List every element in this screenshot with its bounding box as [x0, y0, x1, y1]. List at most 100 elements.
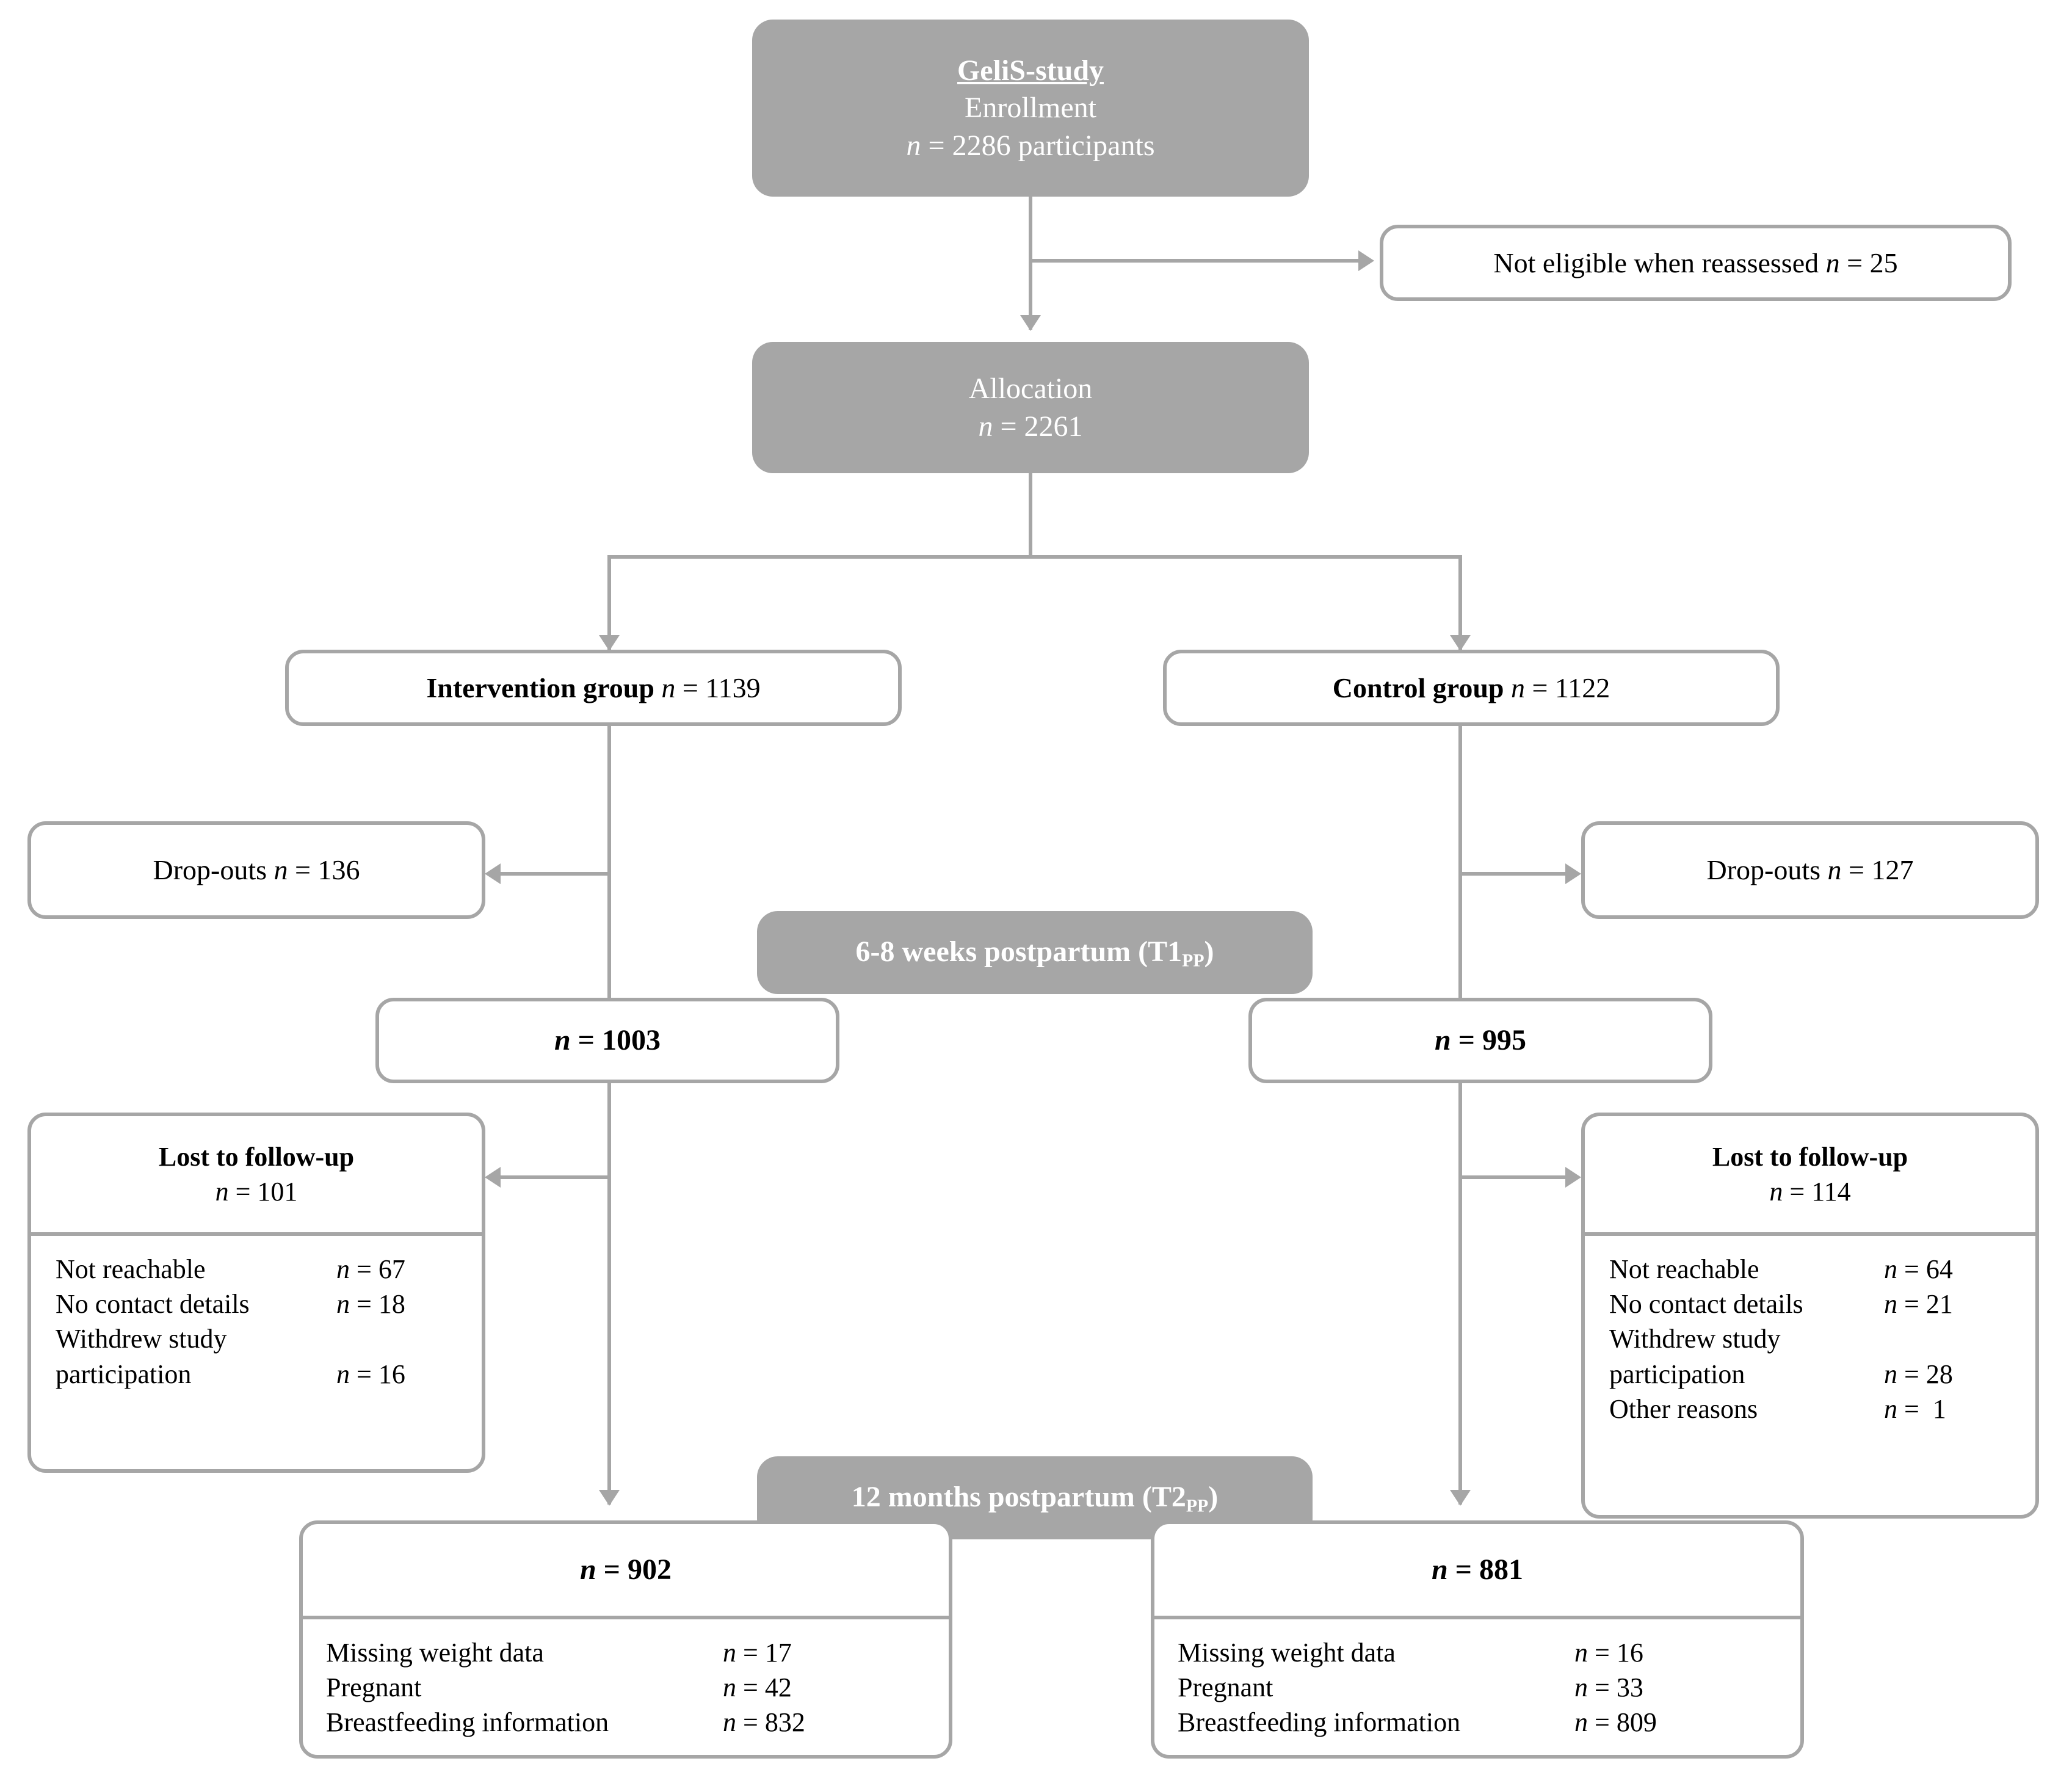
reason-n-label: n	[1884, 1359, 1897, 1389]
t2-label-prefix: 12 months postpartum (T2	[851, 1480, 1186, 1513]
row-eq: =	[743, 1638, 758, 1668]
connector-split-bar	[607, 555, 1462, 559]
t2-intervention-box: n = 902 Missing weight data n = 17 Pregn…	[299, 1520, 952, 1759]
connector-enrollment-allocation	[1029, 197, 1032, 330]
ltfu-control-header: Lost to follow-up n = 114	[1585, 1116, 2035, 1232]
ltfu-control-title: Lost to follow-up	[1712, 1141, 1908, 1172]
t2-intervention-eq: =	[603, 1553, 621, 1586]
row-n-label: n	[1574, 1672, 1588, 1703]
spine-intervention-upper	[607, 726, 611, 1029]
arrowhead-dropout-intervention	[485, 863, 501, 884]
reason-n-value: 28	[1925, 1359, 1953, 1389]
reason-label: Withdrew study	[56, 1324, 227, 1354]
not-eligible-eq: =	[1847, 247, 1863, 278]
dropout-intervention-n-label: n	[273, 854, 288, 886]
row-count: n = 832	[723, 1705, 805, 1740]
t2-intervention-divider	[303, 1616, 949, 1619]
arrowhead-t2-control	[1450, 1490, 1471, 1506]
row-n-value: 17	[764, 1638, 792, 1668]
dropout-control-n-label: n	[1827, 854, 1842, 886]
arrowhead-ltfu-control	[1565, 1167, 1581, 1188]
row-eq: =	[1595, 1672, 1610, 1703]
row-n-value: 809	[1616, 1707, 1657, 1738]
dropout-intervention-n-value: 136	[317, 854, 360, 886]
reason-n-value: 67	[378, 1254, 405, 1284]
control-group-n-value: 1122	[1554, 672, 1610, 703]
enrollment-n-value: 2286	[952, 129, 1011, 162]
reason-count: n = 16	[336, 1357, 405, 1392]
spine-control-upper	[1458, 726, 1462, 1017]
reason-n-value: 1	[1932, 1393, 1946, 1424]
row-count: n = 33	[1574, 1670, 1643, 1705]
reason-eq: =	[1904, 1393, 1919, 1424]
reason-count: n = 21	[1884, 1287, 1953, 1321]
reason-eq: =	[357, 1289, 372, 1320]
reason-n-value: 64	[1925, 1254, 1953, 1284]
t2-intervention-rows: Missing weight data n = 17 Pregnant n = …	[303, 1619, 949, 1746]
reason-label: No contact details	[56, 1289, 250, 1320]
dropout-intervention-eq: =	[295, 854, 311, 886]
ltfu-intervention-box: Lost to follow-up n = 101 Not reachable …	[27, 1113, 485, 1473]
table-row: Missing weight data n = 17	[303, 1635, 949, 1670]
allocation-stage: Allocation	[968, 372, 1093, 405]
reason-row: No contact details n = 21	[1585, 1287, 2035, 1321]
not-eligible-box: Not eligible when reassessed n = 25	[1380, 225, 2012, 301]
reason-n-label: n	[336, 1254, 350, 1284]
connector-ltfu-intervention	[501, 1175, 607, 1179]
spine-control-lower	[1458, 1083, 1462, 1505]
intervention-group-n-label: n	[661, 672, 676, 703]
t1-control-n-label: n	[1434, 1023, 1451, 1056]
connector-split-left	[607, 555, 611, 650]
t1-intervention-n-value: 1003	[602, 1023, 661, 1056]
reason-label: participation	[1609, 1359, 1745, 1389]
t2-control-eq: =	[1455, 1553, 1472, 1586]
arrowhead-intervention-group	[599, 635, 620, 651]
row-label: Pregnant	[326, 1672, 422, 1703]
reason-label: No contact details	[1609, 1289, 1803, 1320]
dropout-intervention-label: Drop-outs	[153, 854, 267, 886]
control-group-n-label: n	[1511, 672, 1525, 703]
reason-label: Not reachable	[56, 1254, 206, 1284]
not-eligible-n-value: 25	[1869, 247, 1898, 278]
ltfu-intervention-eq: =	[235, 1177, 251, 1207]
reason-eq: =	[1904, 1289, 1919, 1320]
t1-control-box: n = 995	[1248, 998, 1712, 1083]
t2-control-box: n = 881 Missing weight data n = 16 Pregn…	[1151, 1520, 1804, 1759]
control-group-label: Control group	[1332, 672, 1504, 703]
reason-n-label: n	[1884, 1393, 1897, 1424]
row-eq: =	[743, 1672, 758, 1703]
reason-n-label: n	[336, 1359, 350, 1389]
row-label: Missing weight data	[1178, 1638, 1396, 1668]
ltfu-control-n-value: 114	[1811, 1177, 1851, 1207]
reason-row: participation n = 16	[31, 1357, 482, 1392]
ltfu-intervention-n-label: n	[215, 1177, 229, 1207]
allocation-n-label: n	[978, 410, 993, 443]
reason-n-label: n	[336, 1289, 350, 1320]
dropout-control-eq: =	[1849, 854, 1864, 886]
intervention-group-n-value: 1139	[705, 672, 761, 703]
reason-row: No contact details n = 18	[31, 1287, 482, 1321]
row-eq: =	[1595, 1707, 1610, 1738]
intervention-group-box: Intervention group n = 1139	[285, 650, 902, 726]
dropout-control-n-value: 127	[1871, 854, 1914, 886]
row-label: Pregnant	[1178, 1672, 1273, 1703]
row-label: Breastfeeding information	[326, 1707, 609, 1738]
control-group-eq: =	[1532, 672, 1548, 703]
dropout-control-box: Drop-outs n = 127	[1581, 821, 2039, 919]
ltfu-intervention-n-value: 101	[257, 1177, 298, 1207]
reason-eq: =	[1904, 1254, 1919, 1284]
t2-intervention-header: n = 902	[303, 1524, 949, 1616]
reason-row: Withdrew study	[31, 1321, 482, 1356]
reason-n-label: n	[1884, 1254, 1897, 1284]
ltfu-intervention-header: Lost to follow-up n = 101	[31, 1116, 482, 1232]
row-count: n = 16	[1574, 1635, 1643, 1670]
row-n-label: n	[1574, 1638, 1588, 1668]
row-label: Breastfeeding information	[1178, 1707, 1461, 1738]
reason-row: participation n = 28	[1585, 1357, 2035, 1392]
row-count: n = 42	[723, 1670, 792, 1705]
ltfu-control-n-label: n	[1769, 1177, 1783, 1207]
reason-count: n = 67	[336, 1252, 405, 1287]
row-n-label: n	[723, 1672, 736, 1703]
enrollment-n-label: n	[906, 129, 921, 162]
